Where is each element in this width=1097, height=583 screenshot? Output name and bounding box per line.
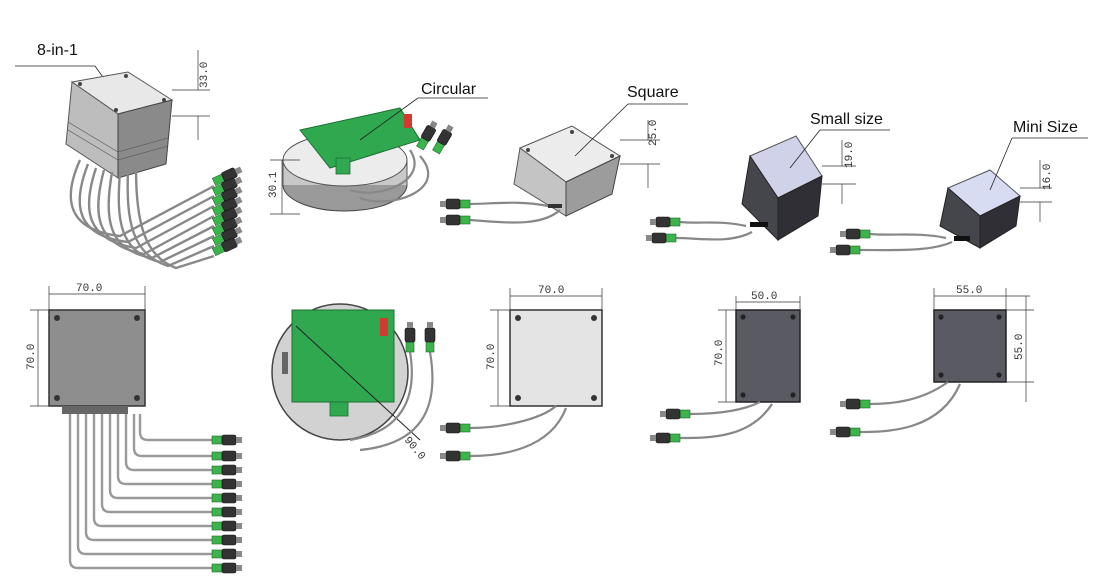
dim-eight-width [48, 286, 146, 310]
mini-size-top [933, 309, 1007, 383]
dim-circular-height-text: 30.1 [268, 171, 280, 198]
small-size-top [735, 309, 801, 403]
label-mini-size: Mini Size [1013, 119, 1078, 136]
dim-square-depth-text: 70.0 [486, 344, 498, 370]
dim-small-depth-text: 70.0 [714, 340, 726, 366]
dim-small-depth [718, 309, 736, 403]
square-top [509, 309, 603, 407]
circular-iso [282, 107, 421, 212]
dim-square-height-text: 25.0 [648, 120, 660, 146]
dim-mini-height-text: 16.0 [1042, 164, 1054, 190]
dim-square-depth [490, 309, 510, 407]
label-circular: Circular [421, 81, 477, 98]
dim-small-height [822, 140, 856, 204]
eight-in-one-iso [65, 71, 174, 179]
dim-eight-depth-text: 70.0 [26, 344, 38, 370]
label-square: Square [627, 84, 679, 101]
dim-mini-width [933, 288, 1030, 310]
dim-square-width-text: 70.0 [538, 285, 564, 297]
dim-mini-width-text: 55.0 [956, 285, 982, 297]
eight-in-one-top-connectors [211, 434, 243, 574]
dim-small-width-text: 50.0 [751, 291, 777, 303]
dim-circular-diameter-text: 90.0 [401, 435, 427, 463]
dim-square-width [509, 288, 603, 310]
mini-size-iso [939, 169, 1021, 249]
dim-circular-height [270, 159, 300, 215]
eight-in-one-connectors [211, 164, 244, 258]
dim-small-width [735, 296, 801, 310]
dim-eight-width-text: 70.0 [76, 283, 102, 295]
eight-in-one-fibers [69, 159, 215, 270]
dim-eight-height-text: 33.0 [199, 62, 211, 88]
small-size-iso [741, 135, 823, 242]
dim-mini-depth [1006, 296, 1034, 402]
dim-eight-depth [30, 309, 49, 407]
eight-in-one-top-fibers [68, 414, 212, 570]
label-small-size: Small size [810, 111, 883, 128]
label-8-in-1: 8-in-1 [37, 42, 78, 59]
circular-top [271, 303, 421, 441]
dim-small-height-text: 19.0 [844, 142, 856, 168]
eight-in-one-top [48, 309, 146, 414]
dim-mini-height [1020, 160, 1052, 222]
dim-mini-depth-text: 55.0 [1014, 334, 1026, 360]
dim-square-height [620, 120, 660, 188]
dim-eight-height [172, 50, 210, 140]
square-iso [513, 125, 622, 217]
